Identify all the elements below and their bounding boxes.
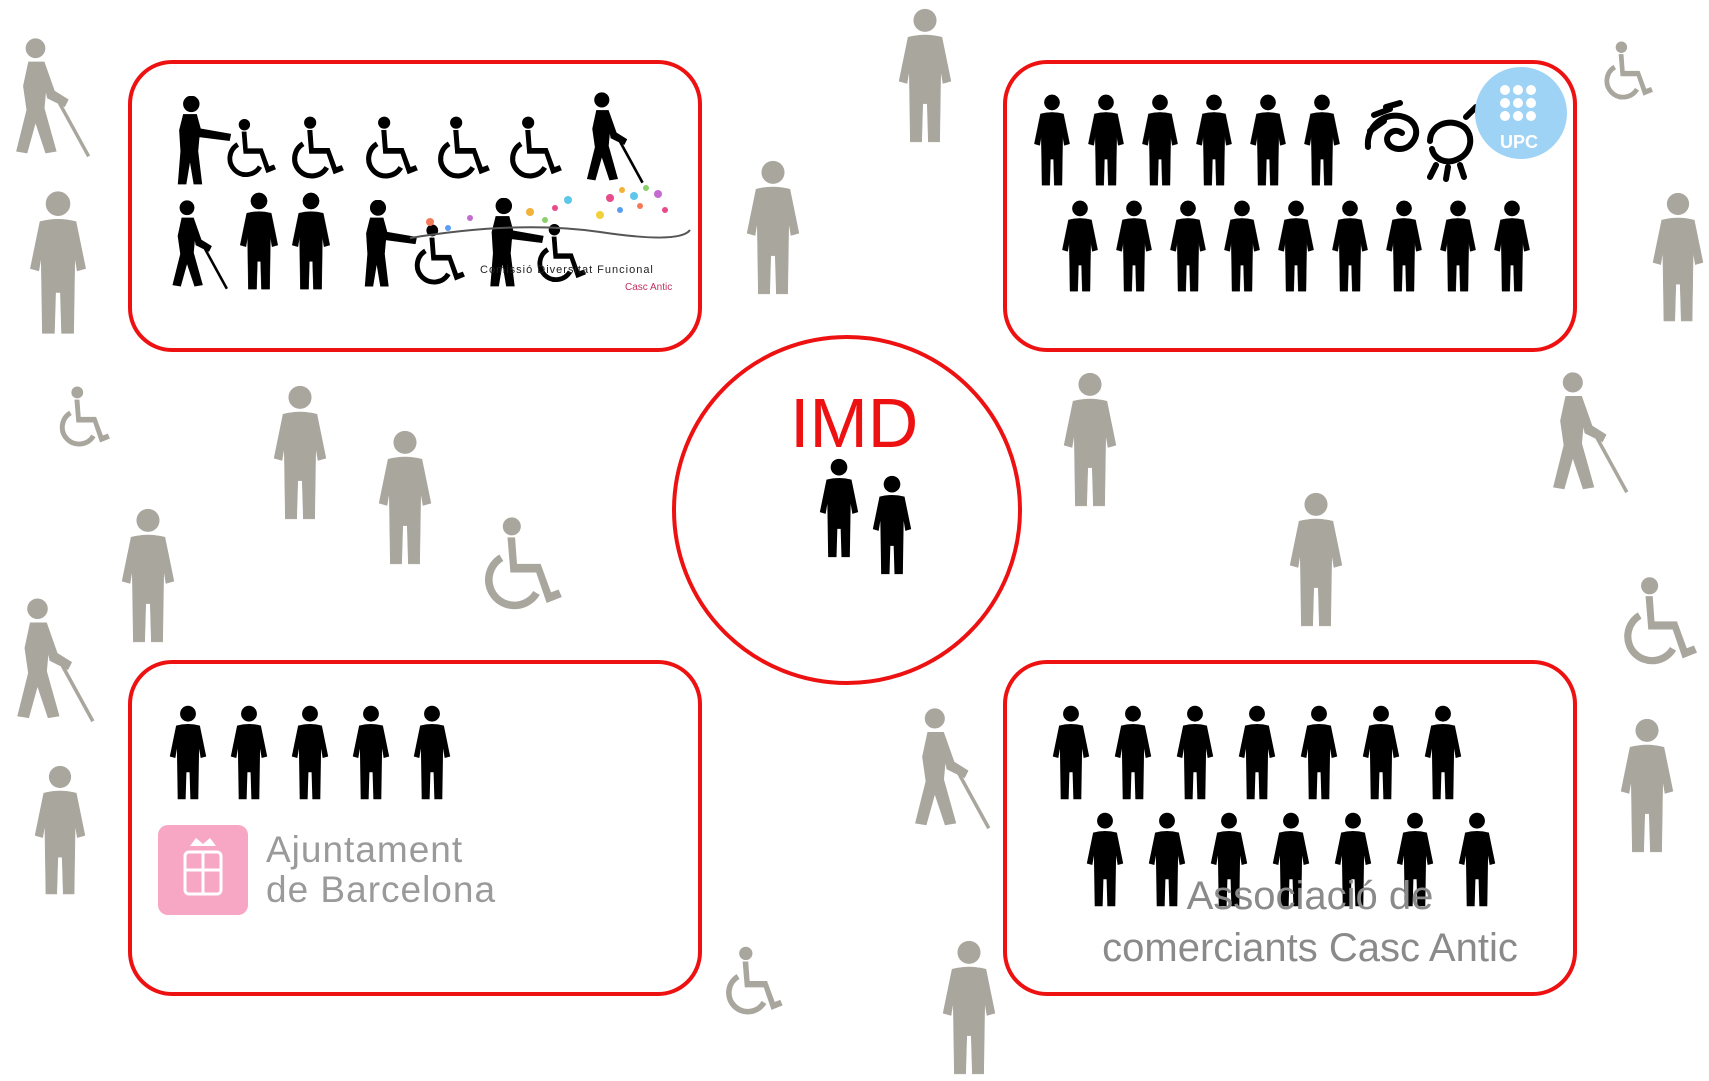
person-icon [1176, 705, 1214, 800]
person-icon [1088, 94, 1124, 186]
background-person-icon [34, 765, 86, 895]
person-icon [1142, 94, 1178, 186]
person-icon [352, 705, 390, 800]
person-icon [1052, 705, 1090, 800]
group-top-right [1003, 60, 1577, 352]
person-icon [1062, 200, 1098, 292]
person-icon [1224, 200, 1260, 292]
background-wheelchair-icon [1607, 42, 1653, 97]
background-person-icon [273, 385, 327, 520]
person-icon [1114, 705, 1152, 800]
wheelchair-icon [369, 117, 418, 176]
background-person-icon [378, 430, 432, 565]
upc-logo: UPC [1475, 67, 1567, 159]
background-blind-person-icon [913, 708, 991, 830]
person-icon [1494, 200, 1530, 292]
blind-cane-icon [585, 92, 644, 184]
group-bottom-right [1003, 660, 1577, 996]
group-top-left [128, 60, 702, 352]
person-icon [1170, 200, 1206, 292]
person-icon [169, 705, 207, 800]
association-caption-line2: comerciants Casc Antic [1102, 926, 1518, 970]
person-icon [1238, 705, 1276, 800]
person-icon [1250, 94, 1286, 186]
person-icon [819, 458, 859, 558]
background-person-icon [942, 940, 996, 1075]
wheelchair-icon [441, 117, 490, 176]
top-right-icons [1034, 94, 1530, 292]
background-person-icon [1289, 492, 1343, 627]
center-imd-circle [672, 335, 1022, 685]
background-person-icon [1620, 718, 1674, 853]
person-icon [1278, 200, 1314, 292]
person-icon [292, 192, 330, 290]
background-person-icon [30, 191, 86, 334]
person-icon [1196, 94, 1232, 186]
background-wheelchair-icon [62, 387, 109, 444]
person-icon [1362, 705, 1400, 800]
person-icon [1304, 94, 1340, 186]
person-icon [240, 192, 278, 290]
person-icon [872, 475, 912, 575]
collective-logo-title: Comissió Diversitat Funcional [480, 264, 654, 276]
center-people [819, 458, 912, 575]
barcelona-logo-line1: Ajuntament [266, 829, 464, 870]
wheelchair-icon [295, 117, 344, 176]
background-wheelchair-icon [729, 947, 782, 1012]
barcelona-logo-text: Ajuntament de Barcelona [266, 830, 496, 910]
person-icon [1440, 200, 1476, 292]
background-person-icon [1063, 372, 1117, 507]
person-icon [413, 705, 451, 800]
person-icon [1424, 705, 1462, 800]
group-bottom-left [128, 660, 702, 996]
bottom-left-icons [169, 705, 451, 800]
background-wheelchair-icon [1628, 578, 1697, 661]
sign-language-icon [1368, 103, 1476, 179]
person-icon [1116, 200, 1152, 292]
association-caption-line1: Associació de [1186, 874, 1434, 918]
background-person-icon [121, 508, 175, 643]
person-icon [230, 705, 268, 800]
pusher-icon [364, 200, 417, 287]
background-person-icon [898, 8, 952, 143]
collective-logo-subtitle: Casc Antic [625, 282, 673, 293]
background-blind-person-icon [1551, 372, 1629, 494]
wheelchair-icon [513, 117, 562, 176]
barcelona-logo-line2: de Barcelona [266, 869, 497, 910]
background-blind-person-icon [15, 598, 95, 723]
wheelchair-icon [230, 119, 276, 174]
person-icon [1332, 200, 1368, 292]
association-caption: Associació de comerciants Casc Antic [1070, 870, 1550, 974]
blind-cane-icon [171, 200, 229, 290]
person-icon [1386, 200, 1422, 292]
person-icon [291, 705, 329, 800]
collective-logo-dots [409, 185, 691, 239]
person-icon [1034, 94, 1070, 186]
background-wheelchair-icon [489, 518, 561, 606]
collective-logo: Comissió Diversitat Funcional Casc Antic [460, 220, 690, 300]
background-person-icon [746, 160, 800, 295]
upc-logo-text: UPC [1500, 132, 1538, 152]
barcelona-logo [158, 825, 248, 915]
person-icon [1300, 705, 1338, 800]
background-blind-person-icon [14, 38, 91, 158]
center-imd-label: IMD [790, 384, 919, 462]
pusher-icon [177, 96, 232, 185]
background-person-icon [1652, 192, 1704, 322]
